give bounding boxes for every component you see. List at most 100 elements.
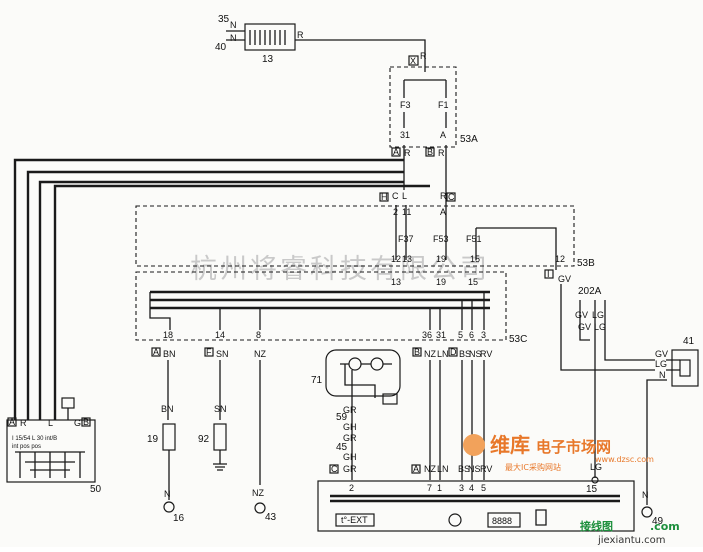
wire-lg-202a-b: LG [594, 322, 606, 332]
connector-c-box2 [329, 464, 339, 474]
connector-b-1: B [427, 147, 433, 157]
wire-r-13: R [297, 30, 304, 40]
label-41: 41 [683, 336, 695, 347]
watermark-text: 杭州将睿科技有限公司 [190, 254, 490, 284]
wire-bundle-down [429, 360, 485, 480]
wire-r-53a-in: R [420, 51, 427, 61]
wire-c-53b: C [392, 191, 399, 201]
pin-a-53a: A [440, 130, 446, 140]
wire-l-53b: L [402, 191, 407, 201]
label-13: 13 [262, 54, 274, 65]
pin-31-53a: 31 [400, 130, 410, 140]
wire-gr-71b: GR [343, 433, 357, 443]
connector-b-box2 [412, 347, 422, 357]
pin-14: 14 [215, 330, 225, 340]
pin-2-lower: 2 [349, 483, 354, 493]
wire-bs-lower: BS [458, 464, 470, 474]
fuse-f53: F53 [433, 234, 449, 244]
label-16: 16 [173, 513, 185, 524]
wire-loop-2 [26, 170, 404, 420]
digit-display [487, 512, 521, 528]
wire-loop-4 [53, 184, 430, 420]
pin-15: 15 [470, 254, 480, 264]
connector-x: X [410, 56, 416, 66]
ext-temp-label: t°-EXT [341, 515, 368, 525]
brand-suffix: .com [650, 520, 680, 533]
component-71-body [325, 349, 401, 397]
ground-43-symbol [254, 502, 266, 514]
module-50-internal [15, 451, 85, 478]
wire-53a-bus [403, 60, 447, 98]
wire-41-out [646, 359, 680, 505]
connector-d-box [448, 347, 458, 357]
fuse-f51: F51 [466, 234, 482, 244]
pin-18: 18 [163, 330, 173, 340]
wire-l-50: L [48, 418, 53, 428]
wire-53c-left [149, 292, 261, 330]
label-19: 19 [147, 434, 159, 445]
pin-1-lower: 1 [437, 483, 442, 493]
connector-a-1: A [393, 147, 399, 157]
wire-loop-1 [13, 158, 404, 420]
component-71-left-coil [348, 357, 362, 371]
digit-display-value: 8888 [492, 516, 512, 526]
connector-c: C [448, 192, 455, 202]
fuse-f3-label: F3 [400, 100, 411, 110]
wire-ns-lower: NS [468, 464, 481, 474]
label-35: 35 [218, 14, 230, 25]
pin-12-right: 12 [555, 254, 565, 264]
pin-4-lower: 4 [469, 483, 474, 493]
wire-f51 [475, 227, 557, 270]
connector-h-box [379, 192, 389, 202]
component-13-element [249, 30, 286, 45]
wire-r-f1: R [438, 148, 445, 158]
component-19-body [162, 423, 176, 451]
connector-h: H [381, 192, 388, 202]
pin-3: 3 [481, 330, 486, 340]
display-switch [535, 509, 547, 526]
wire-13-to-53a [295, 39, 426, 60]
jiexiantu-brand: 接线图 .com jiexiantu.com [580, 519, 680, 546]
component-13-box [244, 23, 296, 51]
connector-f-box [204, 347, 214, 357]
ext-temp-box [335, 513, 375, 527]
ground-92-symbol [213, 450, 227, 471]
pin-3-lower: 3 [459, 483, 464, 493]
wire-bn: BN [163, 349, 176, 359]
pin-53c-c: 15 [468, 277, 478, 287]
wire-n-top2: N [230, 33, 237, 43]
label-53c: 53C [509, 334, 527, 345]
connector-15-node [591, 476, 599, 484]
pin-36: 36 [422, 330, 432, 340]
wire-ln-53c: LN [437, 349, 449, 359]
dzsc-logo: 维库 电子市场网 www.dzsc.com 最大IC采购网站 [463, 433, 654, 472]
wire-bn-19: BN [161, 404, 174, 414]
pin-53c-b: 19 [436, 277, 446, 287]
label-53a: 53A [460, 134, 478, 145]
wire-nz-43: NZ [252, 488, 264, 498]
wire-gr-71c: GR [343, 464, 357, 474]
label-45: 45 [336, 442, 348, 453]
label-15: 15 [586, 484, 598, 495]
wire-f37 [395, 205, 407, 260]
pin-12: 12 [391, 254, 401, 264]
label-59: 59 [336, 412, 348, 423]
connector-c-2: C [331, 464, 338, 474]
connector-a-2: A [153, 347, 159, 357]
connector-c-box [446, 192, 456, 202]
brand-url: jiexiantu.com [597, 535, 666, 546]
pin-13: 13 [402, 254, 412, 264]
component-41-inner [679, 359, 691, 377]
wire-nz-lower: NZ [424, 464, 436, 474]
wire-lg-15: LG [590, 462, 602, 472]
wire-202a-down [594, 340, 655, 478]
wire-g-50: G [74, 418, 81, 428]
wire-35-40 [226, 30, 245, 41]
wire-gv-53b: GV [558, 274, 571, 284]
connector-i: I [547, 269, 550, 279]
connector-b-3: B [83, 417, 89, 427]
dzsc-logo-sub: 电子市场网 [536, 438, 611, 456]
wire-gv-41: GV [655, 349, 668, 359]
pin-a-53b: A [440, 207, 446, 217]
